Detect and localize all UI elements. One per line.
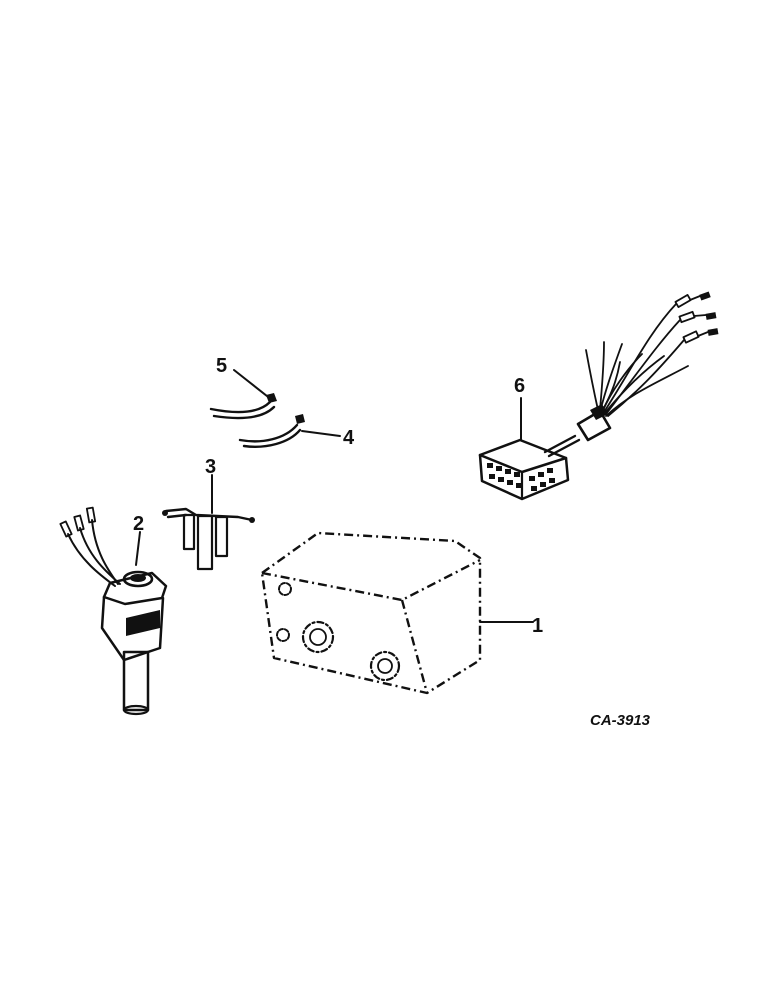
reference-code: CA-3913 — [590, 712, 651, 729]
part-4-wire — [238, 414, 341, 448]
box-knob-lower — [369, 650, 401, 682]
box-knob-upper — [301, 620, 335, 654]
leader-line-4 — [301, 430, 341, 437]
callout-6: 6 — [514, 375, 525, 397]
part-3-terminal-strip — [162, 474, 255, 571]
callout-2: 2 — [133, 513, 144, 535]
connector-pins — [487, 463, 555, 491]
switch-button — [122, 570, 154, 588]
harness-wires — [585, 291, 719, 417]
part-2-switch — [59, 506, 168, 716]
part-6-connector-harness — [478, 291, 719, 501]
callout-5: 5 — [216, 355, 227, 377]
box-hole-top — [278, 582, 292, 596]
box-hole-left — [276, 628, 290, 642]
callout-4: 4 — [343, 427, 355, 449]
switch-leads — [59, 506, 121, 587]
leader-line-5 — [233, 369, 273, 401]
leader-line-2 — [135, 531, 141, 566]
part-5-wire — [209, 369, 277, 420]
callout-1: 1 — [532, 615, 543, 637]
part-1-control-box — [260, 531, 534, 695]
callout-3: 3 — [205, 456, 216, 478]
